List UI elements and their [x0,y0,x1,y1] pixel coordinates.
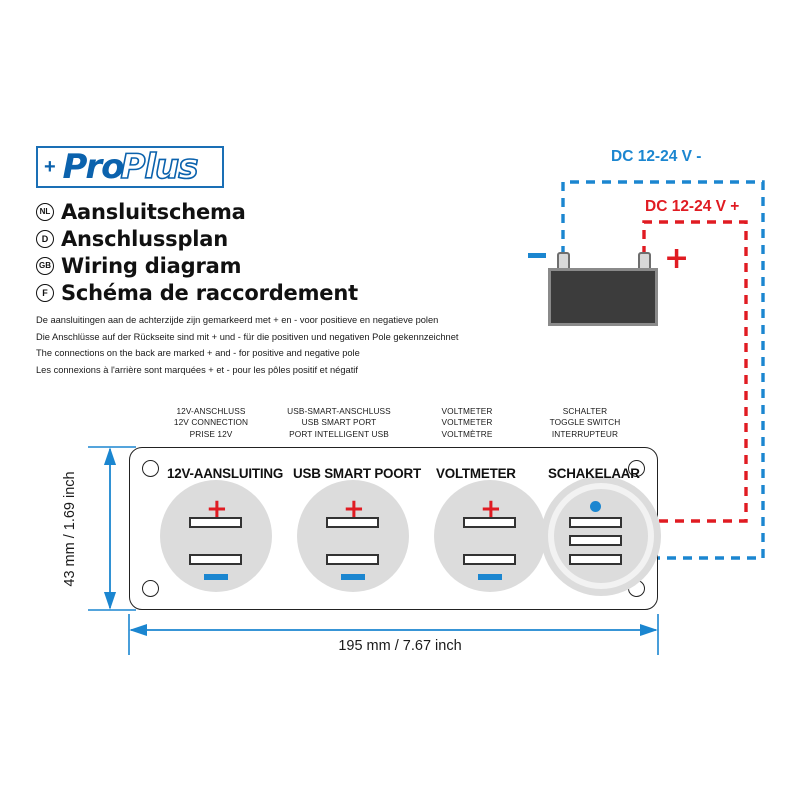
column-caption-12v-fr: PRISE 12V [189,428,233,439]
battery-plus-icon: + [664,241,690,276]
lang-badge-de: D [36,229,54,248]
voltmeter-positive-terminal [463,517,516,528]
panel-label-usb: USB SMART POORT [293,466,421,481]
column-caption-switch-de: SCHALTER [562,406,608,416]
title-row-de: D Anschlussplan [36,225,456,252]
socket-usb-negative-terminal [326,554,379,565]
title-row-fr: F Schéma de raccordement [36,279,456,306]
dc-negative-label: DC 12-24 V - [611,148,702,165]
voltmeter-negative-terminal [463,554,516,565]
voltmeter-minus-icon [478,574,502,580]
column-caption-usb-de: USB-SMART-ANSCHLUSS [287,406,391,416]
title-list: NL Aansluitschema D Anschlussplan GB Wir… [36,198,456,306]
logo-plus-text: Plus [120,147,200,187]
voltmeter-plus-icon: + [480,494,502,524]
panel-label-switch: SCHAKELAAR [548,466,640,481]
battery-body [548,268,658,326]
polarity-note-block: De aansluitingen aan de achterzijde zijn… [36,312,536,378]
note-line-fr: Les connexions à l'arrière sont marquées… [36,364,358,375]
switch-indicator-dot [590,501,601,512]
switch-middle-terminal [569,535,622,546]
note-line-gb: The connections on the back are marked +… [36,348,360,358]
column-caption-switch-en: TOGGLE SWITCH [549,417,621,428]
socket-12v-negative-terminal [189,554,242,565]
column-caption-voltmeter: VOLTMETER VOLTMETER VOLTMÈTRE [412,406,522,440]
socket-12v-minus-icon [204,574,228,580]
socket-usb-positive-terminal [326,517,379,528]
column-caption-usb-fr: PORT INTELLIGENT USB [289,428,389,439]
screw-hole-top-right [628,460,645,477]
logo-pro-text: Pro [62,147,124,187]
note-line-nl: De aansluitingen aan de achterzijde zijn… [36,315,439,325]
column-caption-usb: USB-SMART-ANSCHLUSS USB SMART PORT PORT … [272,406,406,440]
screw-hole-bottom-left [142,580,159,597]
lang-badge-gb: GB [36,256,54,275]
socket-usb-minus-icon [341,574,365,580]
column-caption-voltmeter-en: VOLTMETER [441,417,493,428]
socket-12v-positive-terminal [189,517,242,528]
switch-positive-terminal [569,517,622,528]
note-line-de: Die Anschlüsse auf der Rückseite sind mi… [36,331,459,342]
socket-usb-body[interactable] [297,480,409,592]
title-text-gb: Wiring diagram [61,253,242,278]
proplus-logo: + Pro Plus [36,146,224,188]
panel-label-voltmeter: VOLTMETER [436,466,516,481]
column-caption-voltmeter-fr: VOLTMÈTRE [441,428,493,439]
socket-12v-body[interactable] [160,480,272,592]
control-panel: 12V-AANSLUITING USB SMART POORT VOLTMETE… [129,447,661,610]
socket-voltmeter-body[interactable] [434,480,546,592]
logo-plus-icon: + [44,156,56,178]
column-caption-usb-en: USB SMART PORT [301,417,377,428]
dimension-width-label: 195 mm / 7.67 inch [338,638,462,654]
column-caption-12v: 12V-ANSCHLUSS 12V CONNECTION PRISE 12V [152,406,270,440]
title-text-fr: Schéma de raccordement [61,280,358,305]
column-caption-switch: SCHALTER TOGGLE SWITCH INTERRUPTEUR [522,406,648,440]
lang-badge-fr: F [36,283,54,302]
dimension-height-label: 43 mm / 1.69 inch [62,471,78,587]
lang-badge-nl: NL [36,202,54,221]
screw-hole-top-left [142,460,159,477]
column-caption-12v-de: 12V-ANSCHLUSS [176,406,246,416]
column-caption-switch-fr: INTERRUPTEUR [551,428,619,439]
title-text-nl: Aansluitschema [61,199,246,224]
socket-12v-plus-icon: + [206,494,228,524]
switch-negative-terminal [569,554,622,565]
title-row-gb: GB Wiring diagram [36,252,456,279]
socket-usb-plus-icon: + [343,494,365,524]
title-text-de: Anschlussplan [61,226,228,251]
title-row-nl: NL Aansluitschema [36,198,456,225]
battery-minus-icon [528,253,546,258]
column-caption-voltmeter-de: VOLTMETER [441,406,493,416]
panel-label-12v: 12V-AANSLUITING [167,466,284,481]
column-caption-12v-en: 12V CONNECTION [173,417,249,428]
dc-positive-label: DC 12-24 V + [645,198,740,215]
